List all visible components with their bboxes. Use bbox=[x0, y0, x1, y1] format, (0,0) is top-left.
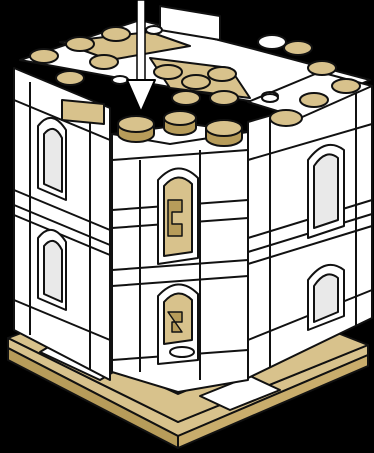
left-window-lower bbox=[38, 230, 66, 310]
tower-window-upper bbox=[158, 168, 198, 264]
left-window-upper bbox=[38, 118, 66, 200]
tower-window-lower bbox=[158, 284, 198, 364]
right-window-upper bbox=[308, 145, 344, 238]
